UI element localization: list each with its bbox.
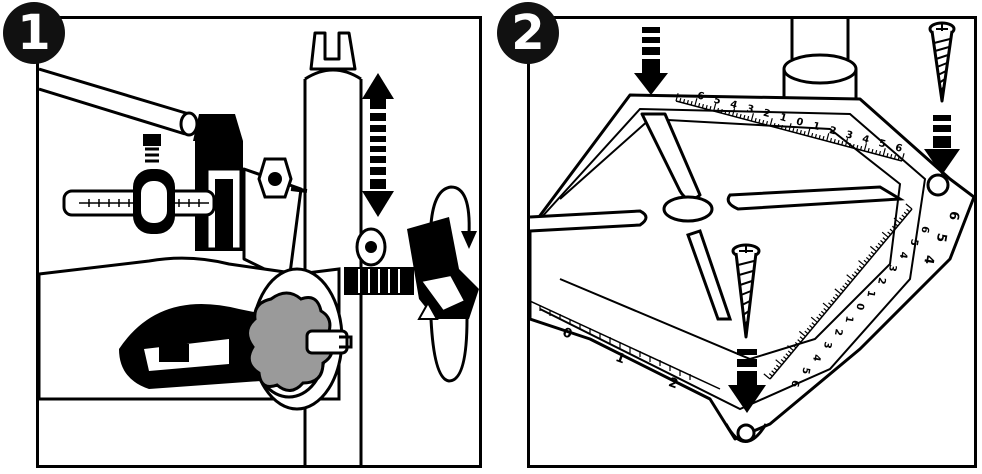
up-down-arrow [362, 73, 394, 217]
adjustment-knob [407, 217, 479, 319]
scale-label: 6 [788, 379, 800, 388]
right-scale: 6 5 4 3 2 1 0 1 2 3 4 5 6 [763, 203, 930, 388]
scale-label: 5 [877, 138, 887, 150]
scale-label: 3 [886, 264, 898, 273]
scale-label: 4 [920, 254, 936, 266]
scale-label: 2 [762, 108, 772, 120]
scale-label: 3 [821, 341, 833, 350]
scale-label: 2 [828, 125, 838, 137]
screw [928, 21, 956, 103]
scale-label: 3 [844, 129, 854, 141]
down-arrow [728, 349, 766, 413]
screw [731, 243, 761, 339]
step-number: 1 [17, 5, 51, 61]
step-number-badge: 1 [3, 2, 65, 64]
bracket-nut [242, 157, 308, 283]
scale-label: 0 [795, 116, 805, 128]
scale-label: 6 [918, 225, 930, 234]
scale-label: 5 [933, 232, 949, 244]
rotate-arrow [417, 185, 477, 383]
step-number: 2 [511, 5, 545, 61]
scale-label: 4 [810, 353, 822, 362]
scale-label: 2 [832, 328, 844, 337]
step-1-panel [36, 16, 482, 468]
scale-label: 6 [945, 210, 961, 222]
scale-label: 5 [712, 95, 722, 107]
scale-label: 4 [897, 251, 909, 260]
scale-label: 5 [799, 366, 811, 375]
collet-nut [246, 291, 353, 392]
scale-label: 1 [811, 121, 821, 133]
scale-label: 3 [745, 103, 755, 115]
scale-label: 5 [908, 238, 920, 247]
scale-label: 6 [894, 142, 904, 154]
step-1-illustration [39, 31, 479, 465]
down-arrow [634, 27, 668, 95]
scale-label: 1 [778, 112, 788, 124]
clamp-block [193, 114, 243, 251]
threaded-shaft [344, 227, 414, 295]
down-arrow [924, 115, 960, 175]
scale-label: 2 [875, 276, 887, 285]
depth-stop-rod [39, 67, 199, 137]
scale-label: 4 [729, 99, 739, 111]
step-number-badge: 2 [497, 2, 559, 64]
scale-label: 0 [853, 302, 865, 311]
slots [530, 112, 950, 443]
threaded-scale-bar [62, 134, 216, 234]
scale-label: 1 [864, 289, 876, 298]
scale-label: 1 [843, 315, 855, 324]
scale-label: 6 [696, 90, 706, 102]
scale-label: 4 [861, 134, 871, 146]
